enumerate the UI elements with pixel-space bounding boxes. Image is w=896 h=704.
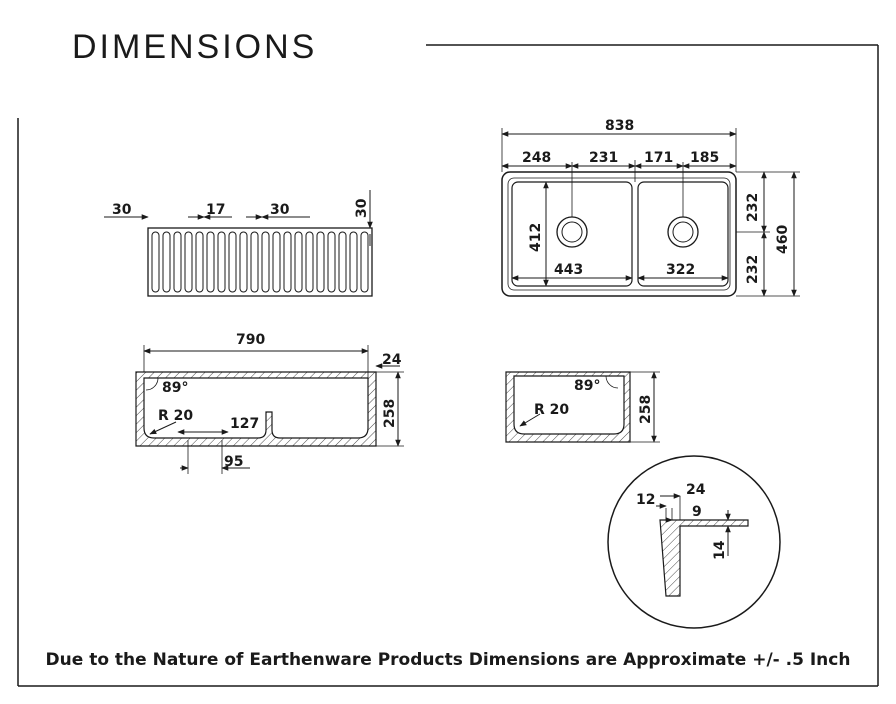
top-dim-total: 838	[605, 118, 634, 134]
disclaimer-note: Due to the Nature of Earthenware Product…	[45, 650, 851, 670]
apron-flute	[162, 231, 171, 293]
detail-dim-12: 12	[636, 492, 655, 508]
apron-flute	[349, 231, 358, 293]
short-dim-height: 258	[638, 395, 654, 424]
front-dim-1: 30	[112, 202, 132, 218]
apron-flute	[305, 231, 314, 293]
detail-dim-9: 9	[692, 504, 702, 520]
detail-dim-14: 14	[712, 540, 728, 560]
apron-flute	[217, 231, 226, 293]
apron-flute	[316, 231, 325, 293]
apron-flute	[206, 231, 215, 293]
long-dim-drain-x: 127	[230, 416, 259, 432]
top-dim-a: 248	[522, 150, 551, 166]
page-frame	[17, 44, 879, 687]
top-dim-c: 171	[644, 150, 673, 166]
apron-flute	[250, 231, 259, 293]
apron-flute	[184, 231, 193, 293]
apron-flute	[327, 231, 336, 293]
short-radius: R 20	[534, 402, 569, 418]
apron-flute	[283, 231, 292, 293]
apron-flute	[173, 231, 182, 293]
long-dim-drain-w: 95	[224, 454, 243, 470]
top-dim-h2: 232	[745, 255, 761, 284]
apron-flute	[338, 231, 347, 293]
top-dim-bowl-height: 412	[528, 223, 544, 252]
apron-flute	[195, 231, 204, 293]
apron-flute	[151, 231, 160, 293]
top-dim-d: 185	[690, 150, 719, 166]
top-dim-b: 231	[589, 150, 618, 166]
rim-detail	[607, 455, 781, 629]
apron-flute	[261, 231, 270, 293]
top-view	[501, 128, 800, 297]
front-dim-4: 30	[354, 198, 370, 218]
apron-flute	[272, 231, 281, 293]
front-view	[104, 190, 373, 297]
apron-flute	[239, 231, 248, 293]
top-dim-bowl1-width: 443	[554, 262, 583, 278]
apron-flute	[360, 231, 369, 293]
short-angle: 89°	[574, 378, 600, 394]
apron-flute	[294, 231, 303, 293]
top-dim-h1: 232	[745, 193, 761, 222]
front-dim-3: 30	[270, 202, 290, 218]
top-dim-depth: 460	[775, 225, 791, 254]
long-dim-rim: 24	[382, 352, 402, 368]
long-dim-height: 258	[382, 399, 398, 428]
long-dim-width: 790	[236, 332, 265, 348]
top-dim-bowl2-width: 322	[666, 262, 695, 278]
long-section	[135, 345, 404, 474]
page-title: DIMENSIONS	[72, 28, 318, 66]
long-angle: 89°	[162, 380, 188, 396]
front-dim-2: 17	[206, 202, 225, 218]
short-section	[505, 371, 660, 443]
detail-dim-24: 24	[686, 482, 706, 498]
long-radius: R 20	[158, 408, 193, 424]
apron-flute	[228, 231, 237, 293]
